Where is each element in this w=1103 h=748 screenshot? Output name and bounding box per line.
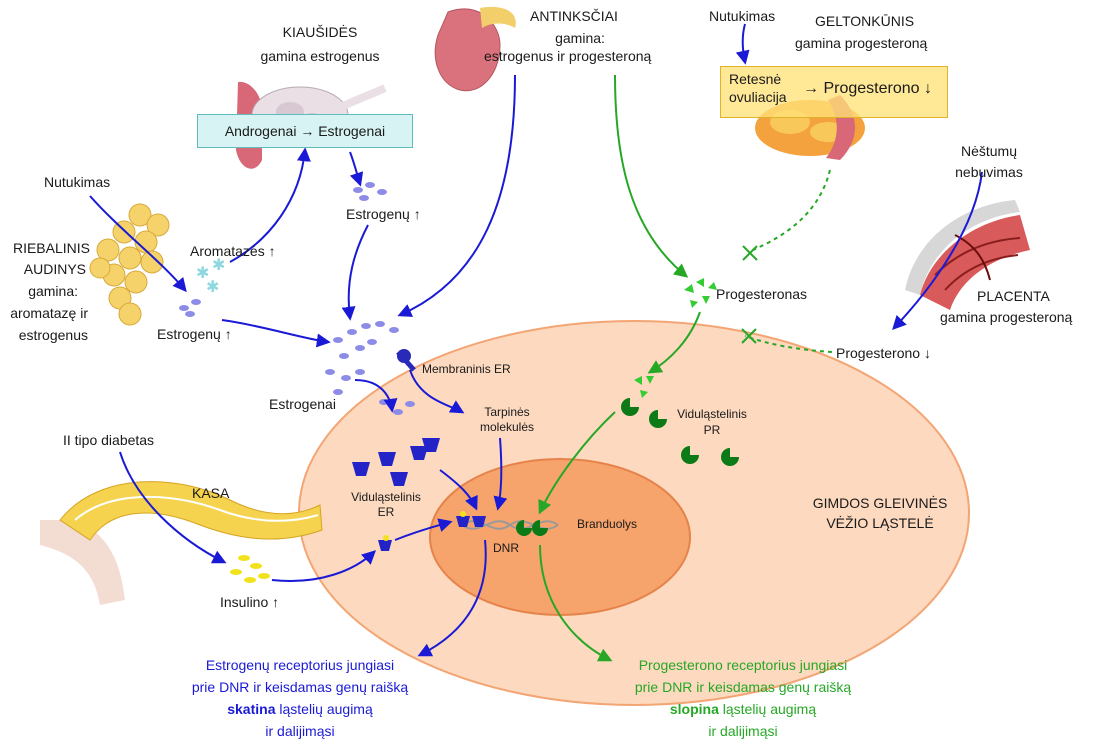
ovuliacija-label: ovuliacija bbox=[729, 89, 787, 105]
fat-tissue-line3: gamina: bbox=[28, 283, 78, 299]
estrogen-conclusion-bold: skatina bbox=[227, 701, 276, 717]
intracellular-pr-line1: Viduląstelinis bbox=[677, 407, 747, 421]
ovary-subtitle: gamina estrogenus bbox=[260, 48, 380, 64]
dna-label: DNR bbox=[493, 541, 519, 555]
ovulation-box: Retesnė ovuliacija → Progesterono ↓ bbox=[720, 66, 948, 118]
no-pregnancy-line1: Nėštumų bbox=[960, 143, 1018, 159]
progesterone-molecules-cytoplasm bbox=[684, 278, 717, 308]
progesterone-molecules-cell bbox=[634, 376, 654, 398]
intracellular-pr-receptors bbox=[516, 398, 739, 536]
progesterone-conclusion-line3: slopina ląstelių augimą bbox=[598, 701, 888, 718]
estrogen-up-fat: Estrogenų ↑ bbox=[157, 326, 232, 342]
aromatase-up-label: Aromatazės ↑ bbox=[190, 243, 276, 259]
membrane-er-label: Membraninis ER bbox=[422, 362, 511, 376]
progesterono-down-box-label: → Progesterono ↓ bbox=[803, 80, 932, 97]
fat-tissue-line1: RIEBALINIS bbox=[12, 240, 90, 256]
progesterone-down-label: Progesterono ↓ bbox=[836, 345, 931, 361]
estrogen-bound-dots bbox=[383, 511, 466, 541]
intracellular-er-receptors bbox=[352, 438, 486, 551]
no-pregnancy-line2: nebuvimas bbox=[955, 164, 1023, 180]
intracellular-pr-line2: PR bbox=[703, 423, 721, 437]
androgen-estrogen-label: Androgenai → Estrogenai bbox=[224, 123, 386, 139]
estrogen-molecules-ovary bbox=[353, 182, 387, 201]
corpus-luteum-subtitle: gamina progesteroną bbox=[795, 35, 928, 51]
estrogens-label: Estrogenai bbox=[269, 396, 336, 412]
svg-text:✱: ✱ bbox=[212, 255, 225, 274]
fat-tissue-organ bbox=[89, 203, 170, 326]
progesterone-pathway-arrows bbox=[538, 74, 833, 662]
estrogen-conclusion-line1: Estrogenų receptorius jungiasi bbox=[205, 657, 395, 673]
pancreas-title: KASA bbox=[192, 485, 230, 501]
retesne-label: Retesnė bbox=[729, 71, 782, 87]
estrogen-pathway-arrows bbox=[89, 23, 983, 657]
membrane-er-receptor bbox=[396, 349, 416, 372]
obesity-top-label: Nutukimas bbox=[709, 8, 776, 24]
intermediate-molecules-line2: molekulės bbox=[479, 420, 535, 434]
fat-tissue-line5: estrogenus bbox=[18, 327, 88, 343]
type2-diabetes-label: II tipo diabetas bbox=[63, 432, 155, 448]
progesterone-conclusion-rest: ląstelių augimą bbox=[718, 701, 817, 717]
svg-text:✱: ✱ bbox=[196, 263, 209, 282]
adrenal-title: ANTINKSČIAI bbox=[530, 8, 618, 24]
pancreas-organ bbox=[40, 481, 323, 605]
placenta-organ bbox=[905, 200, 1030, 310]
inhibition-x-marks bbox=[741, 245, 758, 344]
intracellular-er-line2: ER bbox=[377, 505, 395, 519]
placenta-title: PLACENTA bbox=[977, 288, 1050, 304]
svg-text:✱: ✱ bbox=[206, 277, 219, 296]
estrogen-conclusion-line3: skatina ląstelių augimą bbox=[160, 701, 440, 718]
cancer-cell-title-line1: GIMDOS GLEIVINĖS bbox=[812, 495, 948, 511]
androgen-estrogen-box: Androgenai → Estrogenai bbox=[197, 114, 413, 148]
placenta-subtitle: gamina progesteroną bbox=[940, 309, 1073, 325]
nucleus bbox=[429, 458, 691, 616]
insulin-molecules bbox=[230, 555, 270, 583]
intermediate-molecules-line1: Tarpinės bbox=[484, 405, 530, 419]
estrogen-conclusion-rest: ląstelių augimą bbox=[275, 701, 373, 717]
fat-tissue-line4: aromatazę ir bbox=[10, 305, 88, 321]
obesity-left-label: Nutukimas bbox=[44, 174, 111, 190]
ovary-title: KIAUŠIDĖS bbox=[282, 24, 358, 40]
nucleus-label: Branduolys bbox=[577, 517, 638, 531]
insulin-up-label: Insulino ↑ bbox=[220, 594, 280, 610]
adrenal-line3: estrogenus ir progesteroną bbox=[484, 48, 652, 64]
fat-tissue-line2: AUDINYS bbox=[23, 261, 86, 277]
corpus-luteum-title: GELTONKŪNIS bbox=[815, 13, 915, 29]
estrogen-up-ovary: Estrogenų ↑ bbox=[346, 206, 421, 222]
aromatase-molecules: ✱✱✱ bbox=[196, 255, 225, 296]
progesterone-label: Progesteronas bbox=[716, 286, 808, 302]
cancer-cell-title-line2: VĖŽIO LĄSTELĖ bbox=[826, 515, 934, 531]
adrenal-line2: gamina: bbox=[555, 30, 605, 46]
estrogen-conclusion-line2: prie DNR ir keisdamas genų raišką bbox=[191, 679, 409, 695]
progesterone-conclusion-line2: prie DNR ir keisdamas genų raišką bbox=[634, 679, 852, 695]
progesterone-conclusion-bold: slopina bbox=[669, 701, 719, 717]
estrogen-molecules-fat bbox=[179, 299, 201, 317]
adrenal-gland-organ bbox=[434, 6, 516, 92]
estrogen-molecules-cluster bbox=[325, 321, 399, 395]
progesterone-conclusion-line1: Progesterono receptorius jungiasi bbox=[638, 657, 848, 673]
estrogen-conclusion-line4: ir dalijimąsi bbox=[265, 723, 335, 739]
intracellular-er-line1: Viduląstelinis bbox=[351, 490, 421, 504]
progesterone-conclusion-line4: ir dalijimąsi bbox=[708, 723, 778, 739]
